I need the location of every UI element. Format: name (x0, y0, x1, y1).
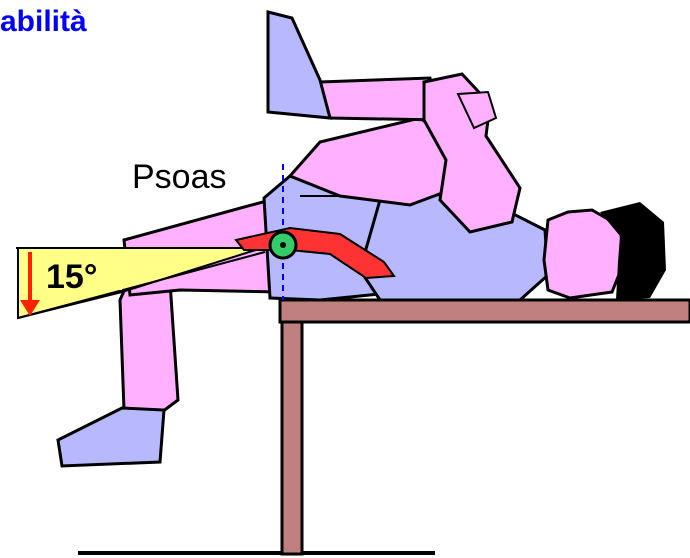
raised-shin (320, 78, 440, 120)
hanging-shin (120, 282, 178, 412)
table (280, 300, 690, 554)
hip-joint (270, 232, 296, 258)
hanging-foot (58, 408, 164, 466)
raised-foot (268, 12, 330, 118)
angle-label: 15° (46, 258, 97, 296)
table-top (280, 300, 690, 322)
muscle-label: Psoas (132, 158, 227, 196)
table-leg (282, 322, 302, 554)
